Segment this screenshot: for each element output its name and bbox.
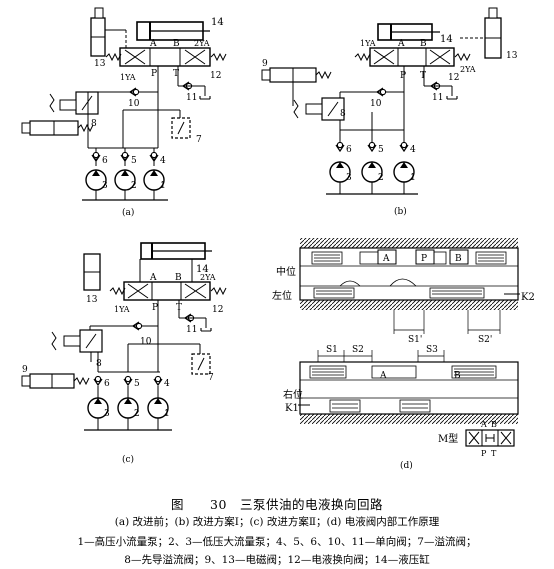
label-10-c: 10 [140,337,152,347]
label-4: 4 [160,156,166,166]
label-12-c: 12 [212,305,223,315]
label-s2: S2 [352,345,364,355]
label-13: 13 [94,59,106,69]
label-14: 14 [211,17,224,28]
solenoid-1ya-c: 1YA [114,305,130,314]
panel-c-tag: (c) [122,454,134,465]
spool-valve-12 [119,47,211,67]
label-3: 3 [102,181,108,191]
label-11-b: 11 [432,93,443,103]
label-14-c: 14 [196,264,209,275]
label-left-position: 左位 [272,289,292,302]
label-5: 5 [131,156,137,166]
panel-a: 14 13 A B 2YA 1YA P T 12 11 10 [21,7,227,218]
label-2-c: 2 [134,409,140,419]
port-b-c: B [175,273,182,283]
label-7-c: 7 [208,373,214,383]
port-b-d: B [455,254,462,264]
port-a-d: A [382,254,390,264]
port-p-d: P [421,254,427,264]
figure-legend-1: (a) 改进前；(b) 改进方案Ⅰ；(c) 改进方案Ⅱ；(d) 电液阀内部工作原… [114,516,440,528]
label-1: 1 [160,181,166,191]
solenoid-1ya: 1YA [120,73,136,82]
label-k1: K1 [285,403,299,414]
port-b: B [173,39,180,49]
port-p: P [151,69,157,79]
label-1-b: 1 [410,173,416,183]
label-8-c: 8 [96,359,102,369]
label-13-b: 13 [506,51,518,61]
label-10-b: 10 [370,99,382,109]
label-1-c: 1 [164,409,170,419]
label-6-b: 6 [346,145,352,155]
port-p-b: P [400,71,406,81]
label-12: 12 [210,71,221,81]
label-11: 11 [186,93,197,103]
panel-c: 14 13 A B 2YA 1YA P T 12 11 10 8 [21,242,227,465]
label-k2: K2 [521,292,535,303]
label-4-c: 4 [164,379,170,389]
solenoid-2ya-c: 2YA [200,273,216,282]
port-a-c: A [149,273,157,283]
label-4-b: 4 [410,145,416,155]
label-2: 2 [131,181,137,191]
label-middle-position: 中位 [276,265,296,278]
label-9-c: 9 [22,365,28,375]
m-port-b: B [491,420,497,429]
label-14-b: 14 [440,34,453,45]
solenoid-2ya-b: 2YA [460,65,476,74]
label-right-position: 右位 [283,388,303,401]
panel-d: A P B 中位 左位 K2 S1' S2' S1 S2 [272,238,535,471]
port-b-b: B [420,39,427,49]
figure-legend-3: 8—先导溢流阀；9、13—电磁阀；12—电液换向阀；14—液压缸 [124,554,430,566]
label-s1: S1 [326,345,338,355]
solenoid-2ya: 2YA [194,39,210,48]
solenoid-1ya-b: 1YA [360,39,376,48]
label-3-b: 3 [346,173,352,183]
panel-b-tag: (b) [394,206,407,217]
label-2-b: 2 [378,173,384,183]
label-5-c: 5 [134,379,140,389]
label-10: 10 [128,99,140,109]
label-m-type: M型 [438,432,458,445]
label-5-b: 5 [378,145,384,155]
label-s3: S3 [426,345,438,355]
panel-a-tag: (a) [122,207,134,218]
figure-legend-2: 1—高压小流量泵；2、3—低压大流量泵；4、5、6、10、11—单向阀；7—溢流… [77,536,477,548]
figure-title: 三泵供油的电液换向回路 [239,497,383,512]
port-b-d-lower: B [454,371,461,381]
label-s2-prime: S2' [478,335,492,345]
spool-valve-12-b [369,47,455,67]
m-port-t: T [491,449,497,458]
label-11-c: 11 [186,325,197,335]
m-port-a: A [480,420,487,429]
label-8: 8 [91,119,97,129]
panel-d-tag: (d) [400,460,413,471]
port-a-b: A [397,39,405,49]
label-12-b: 12 [448,73,459,83]
port-t-b: T [420,71,426,81]
label-9-b: 9 [262,59,268,69]
figure-number: 图 30 [171,497,227,512]
label-13-c: 13 [86,295,98,305]
figure-caption: 图 30 三泵供油的电液换向回路 [0,494,554,513]
port-a-d-lower: A [379,371,387,381]
port-t: T [173,69,179,79]
label-7: 7 [196,135,202,145]
label-6: 6 [102,156,108,166]
spool-valve-12-c [123,281,211,301]
panel-b: 14 13 1YA 2YA A B P T 12 11 10 9 [261,7,518,217]
label-3-c: 3 [104,409,110,419]
m-port-p: P [481,449,487,458]
label-8-b: 8 [340,109,346,119]
port-a: A [149,39,157,49]
label-6-c: 6 [104,379,110,389]
label-s1-prime: S1' [408,335,422,345]
port-p-c: P [152,303,158,313]
